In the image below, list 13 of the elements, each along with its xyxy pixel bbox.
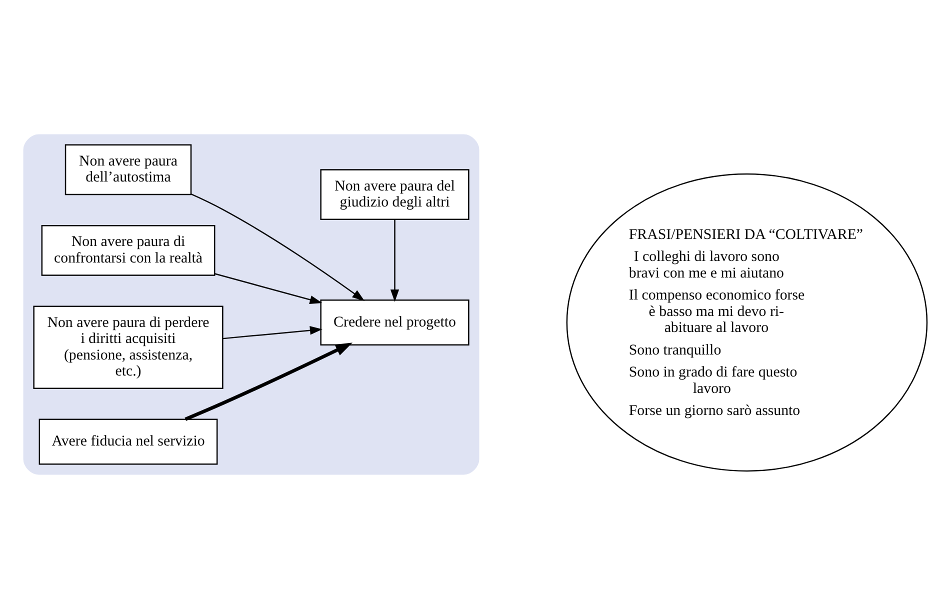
node-ellipse: FRASI/PENSIERI DA “COLTIVARE” I colleghi di lavoro sono bravi con me e mi aiutano Il compenso economico forse è basso ma mi devo ri-abituare al lavoro Sono tranquillo Sono in grado di fare questo lavoro Forse un giorno sarò assunto xyxy=(566,172,928,472)
node-box: Non avere paura di confrontarsi con la realtà xyxy=(41,224,216,276)
arrow xyxy=(390,219,400,302)
node-box: Non avere paura di perdere i diritti acquisiti (pensione, assistenza, etc.) xyxy=(33,305,224,388)
node-box: Credere nel progetto xyxy=(320,299,470,345)
cluster xyxy=(23,134,480,474)
arrow xyxy=(214,272,322,304)
arrow xyxy=(191,193,365,301)
arrow xyxy=(222,326,322,339)
node-box: Non avere paura del giudizio degli altri xyxy=(320,168,470,220)
node-box: Non avere paura dell’autostima xyxy=(64,144,192,195)
arrow xyxy=(184,342,352,420)
node-box: Avere fiducia nel servizio xyxy=(38,418,218,464)
